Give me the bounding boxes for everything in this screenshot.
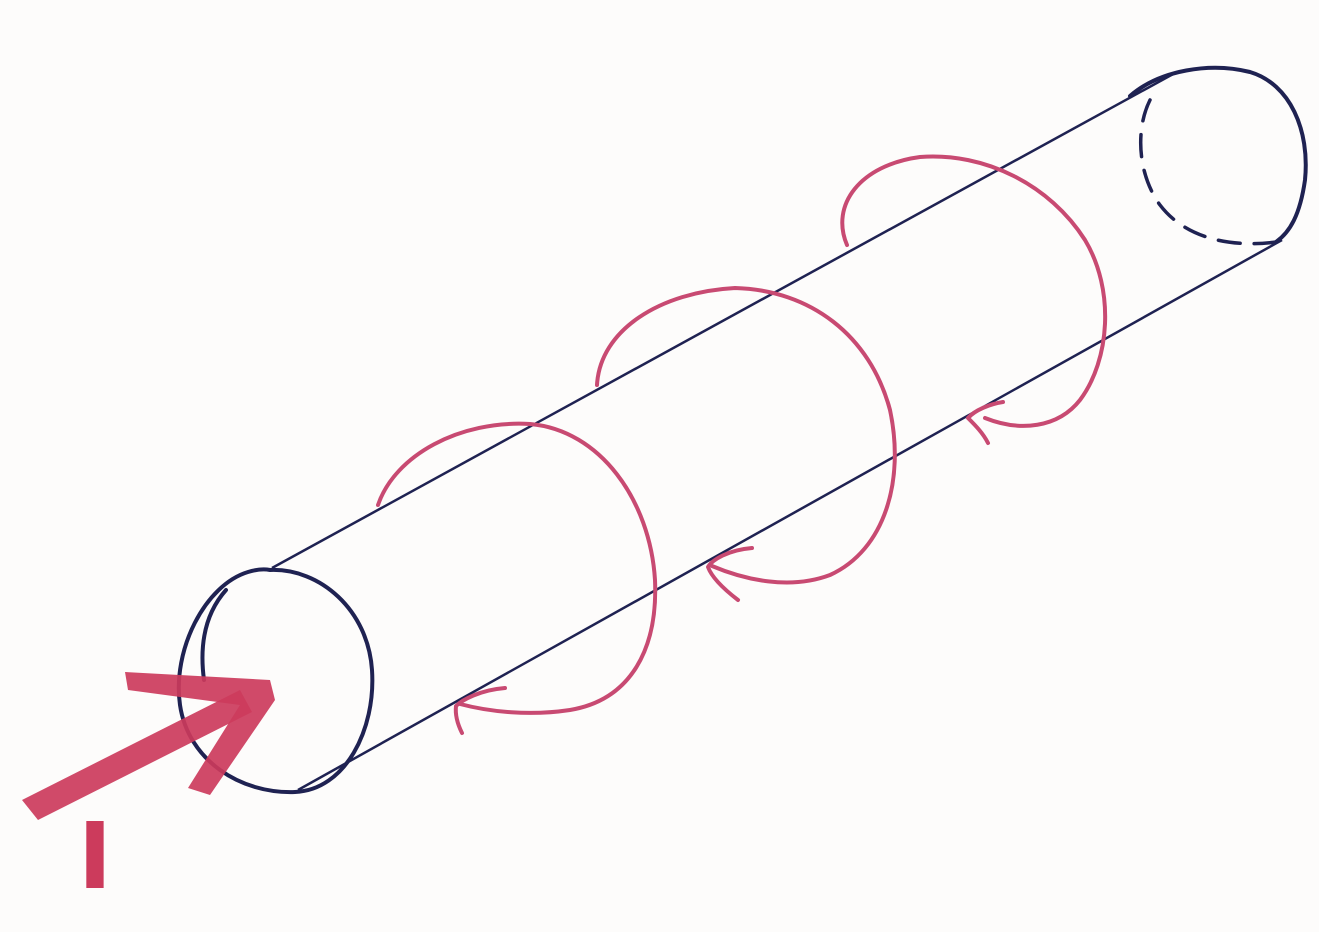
wire-far-end-hidden-arc: [1139, 98, 1278, 246]
field-loop-2-front-arc: [595, 286, 897, 585]
magnetic-field-loops: [376, 154, 1108, 735]
wire-top-edge: [271, 71, 1176, 570]
field-loop-3-arrowhead: [966, 400, 1005, 445]
field-loop-1-arrowhead: [453, 686, 507, 735]
wire-near-end-cross-section: [176, 567, 375, 795]
current-arrow-shaft: [22, 690, 252, 820]
wire-bottom-edge: [297, 238, 1283, 792]
field-loop-1-front-arc: [376, 421, 658, 715]
wire-far-end-visible-arc: [1128, 65, 1308, 244]
field-loop-3: [840, 154, 1108, 445]
current-direction-arrow: [22, 672, 275, 820]
current-label-text: I: [78, 803, 112, 910]
field-loop-2-arrowhead: [706, 546, 754, 602]
wire-near-end-stroke-mark: [200, 588, 228, 682]
current-label: I: [78, 803, 112, 910]
field-loop-1: [376, 421, 658, 735]
field-loop-2: [595, 286, 897, 602]
field-loop-3-front-arc: [840, 154, 1108, 428]
current-arrow-head: [125, 672, 275, 795]
cylindrical-wire: [176, 65, 1308, 795]
